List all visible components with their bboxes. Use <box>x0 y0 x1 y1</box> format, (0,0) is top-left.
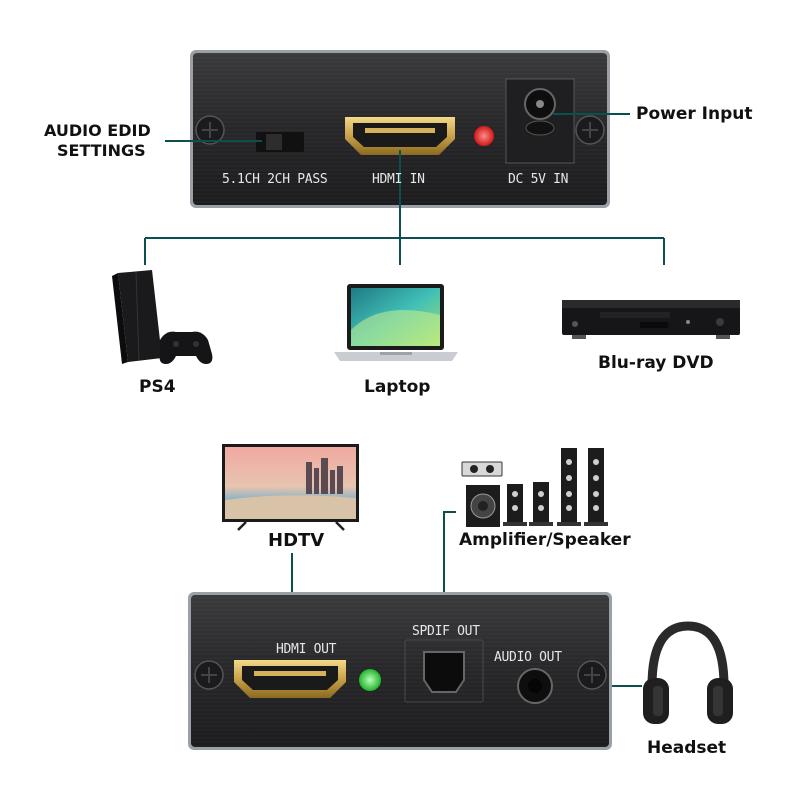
audio-edid-label-line1: AUDIO EDID <box>44 121 151 140</box>
dc-in-label: DC 5V IN <box>508 172 569 187</box>
screw-icon <box>194 660 224 690</box>
speaker-system-icon <box>461 448 608 527</box>
screw-icon <box>575 115 605 145</box>
audio-edid-label: AUDIO EDID SETTINGS <box>44 121 151 161</box>
spdif-out-label: SPDIF OUT <box>412 624 480 639</box>
edid-switch[interactable] <box>256 132 304 152</box>
status-led-green <box>359 669 381 691</box>
bluray-player-icon <box>562 300 740 339</box>
spdif-optical-port[interactable] <box>404 639 484 703</box>
audio-edid-label-line2: SETTINGS <box>57 141 146 160</box>
audio-out-label: AUDIO OUT <box>494 650 562 665</box>
screw-icon <box>195 115 225 145</box>
power-input-label: Power Input <box>636 104 753 124</box>
laptop-label: Laptop <box>364 377 431 397</box>
laptop-icon <box>334 284 458 361</box>
hdmi-in-label: HDMI IN <box>372 172 425 187</box>
headset-icon <box>643 621 733 724</box>
top-device-panel <box>190 50 610 208</box>
headset-label: Headset <box>647 738 727 758</box>
hdmi-out-label: HDMI OUT <box>276 642 337 657</box>
bottom-device-panel <box>188 592 612 750</box>
hdtv-icon <box>222 444 359 531</box>
hdtv-label: HDTV <box>268 530 325 551</box>
amplifier-speaker-label: Amplifier/Speaker <box>459 530 631 550</box>
ps4-console-icon <box>112 270 213 364</box>
hdmi-out-port[interactable] <box>234 660 346 698</box>
ps4-label: PS4 <box>139 377 176 397</box>
dc-power-jack[interactable] <box>505 78 575 164</box>
switch-port-label: 5.1CH 2CH PASS <box>222 172 328 187</box>
hdmi-in-port[interactable] <box>345 117 455 155</box>
audio-out-jack[interactable] <box>517 668 553 704</box>
source-connector-lines <box>144 150 665 265</box>
screw-icon <box>577 660 607 690</box>
power-led-red <box>474 126 494 146</box>
bluray-label: Blu-ray DVD <box>598 353 714 373</box>
